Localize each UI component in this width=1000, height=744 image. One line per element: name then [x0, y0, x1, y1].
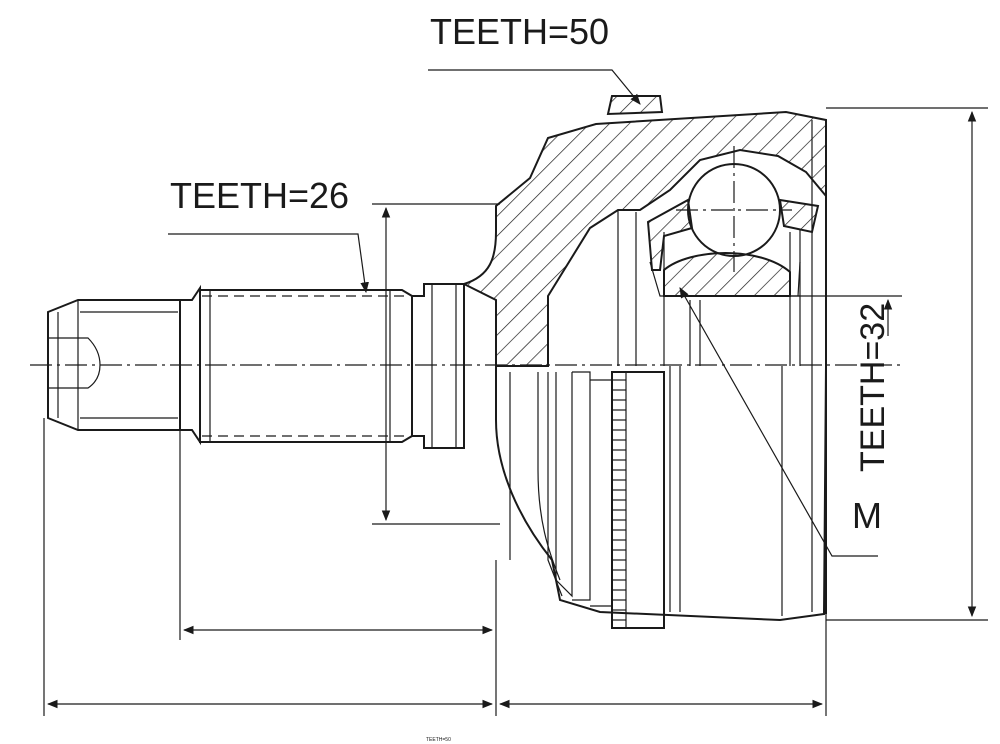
- outer-teeth-pad: [606, 95, 664, 116]
- shaft-collar: [412, 283, 465, 449]
- dimension-lines: [43, 107, 988, 716]
- watermark-text: TEETH=50: [426, 737, 451, 743]
- inner-teeth-label: TEETH=32: [854, 303, 892, 472]
- outer-teeth-label: TEETH=50: [430, 11, 609, 52]
- thread-label: M: [852, 495, 882, 536]
- abs-tone-ring: [611, 371, 665, 629]
- ball-and-cage: [646, 163, 820, 366]
- housing-steps: [555, 371, 612, 607]
- outer-housing-section: [461, 110, 827, 622]
- leader-lines: [168, 69, 878, 557]
- shaft-teeth-label: TEETH=26: [170, 175, 349, 216]
- spline-shaft: [199, 289, 413, 443]
